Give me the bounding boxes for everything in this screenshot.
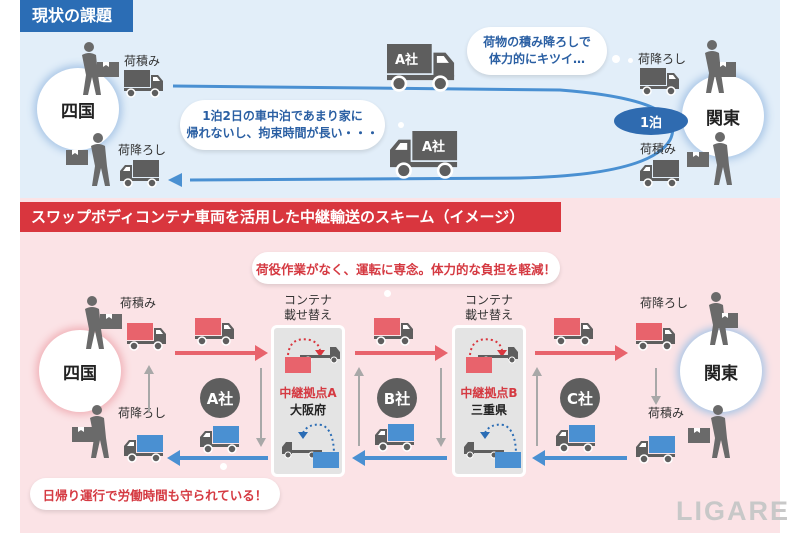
trailer-truck-icon	[464, 442, 504, 459]
swap-label-line: コンテナ	[283, 293, 332, 307]
destination-circle-kanto: 関東	[680, 330, 762, 412]
driver-thought-cloud-left: 1泊2日の車中泊であまり家に 帰れないし、拘束時間が長い・・・	[180, 100, 385, 150]
truck-icon	[194, 317, 235, 346]
cloud-text-line: 体力的にキツイ…	[488, 52, 585, 66]
overnight-badge: 1泊	[614, 107, 688, 135]
cloud-puff	[220, 463, 227, 470]
swap-arc-icon-outbound	[469, 338, 507, 357]
relay-point-prefecture: 大阪府	[289, 403, 326, 417]
container-blue	[313, 452, 339, 468]
swap-label-line: 載せ替え	[283, 308, 332, 322]
truck-icon	[553, 317, 594, 346]
handoff-arrow-down	[256, 368, 266, 447]
relay-point-name: 中継拠点A	[279, 386, 337, 400]
truck-icon	[636, 436, 676, 464]
origin-unloading-label: 荷降ろし	[118, 143, 167, 157]
swap-label-line: コンテナ	[464, 293, 513, 307]
handoff-arrow-down	[651, 368, 661, 405]
relay-scheme-title: スワップボディコンテナ車両を活用した中継輸送のスキーム（イメージ）	[20, 202, 561, 232]
cloud-puff	[628, 58, 633, 63]
container-blue	[495, 452, 521, 468]
return-arrow	[352, 450, 447, 466]
truck-company-label: A社	[395, 53, 419, 68]
dest-unloading-label: 荷降ろし	[638, 52, 687, 66]
destination-label: 関東	[706, 108, 740, 129]
handoff-arrow-up	[144, 365, 154, 412]
truck-icon	[124, 435, 164, 463]
cloud-text-line: 帰れないし、拘束時間が長い・・・	[186, 126, 379, 140]
handoff-arrow-up	[354, 367, 364, 446]
truck-icon	[375, 424, 415, 452]
truck-icon	[200, 426, 240, 454]
current-issues-title: 現状の課題	[20, 0, 133, 32]
swap-arc-icon-return	[480, 423, 517, 456]
watermark-logo: LIGARE	[676, 496, 791, 526]
truck-company-label: A社	[422, 140, 446, 155]
return-arrow	[532, 450, 627, 466]
handoff-arrow-up	[532, 367, 542, 446]
company-badge-c: C社	[560, 378, 600, 418]
benefit-cloud-bottom: 日帰り運行で労働時間も守られている！	[30, 478, 280, 510]
outbound-route-line	[172, 84, 675, 182]
origin-circle-shikoku: 四国	[39, 330, 121, 412]
swap-arc-icon-return	[298, 423, 335, 456]
cloud-puff	[398, 122, 404, 128]
relay-point-name: 中継拠点B	[460, 386, 518, 400]
company-badge-b: B社	[377, 378, 417, 418]
origin-loading-label: 荷積み	[124, 54, 161, 68]
container-swap-label-a: コンテナ載せ替え	[268, 293, 348, 323]
outbound-arrow	[175, 345, 268, 361]
origin-label: 四国	[63, 363, 97, 384]
return-arrow	[167, 450, 268, 466]
cloud-text-line: 1泊2日の車中泊であまり家に	[202, 109, 363, 123]
origin-unloading-label: 荷降ろし	[118, 406, 167, 420]
truck-icon	[556, 425, 596, 453]
truck-icon	[635, 322, 676, 351]
destination-label: 関東	[704, 363, 738, 384]
truck-icon	[373, 317, 414, 346]
route-loop	[168, 84, 675, 187]
cloud-text-line: 荷物の積み降ろしで	[483, 35, 591, 49]
return-arrowhead	[168, 173, 182, 187]
swap-arc-icon-outbound	[287, 338, 325, 357]
handoff-arrow-down	[436, 368, 446, 447]
outbound-arrow	[535, 345, 628, 361]
benefit-cloud-top: 荷役作業がなく、運転に専念。体力的な負担を軽減！	[252, 252, 560, 284]
truck-icon	[126, 322, 167, 351]
container-swap-label-b: コンテナ載せ替え	[449, 293, 529, 323]
origin-loading-label: 荷積み	[120, 296, 157, 310]
driver-thought-cloud-right: 荷物の積み降ろしで 体力的にキツイ…	[467, 27, 607, 75]
cloud-puff	[612, 55, 620, 63]
dest-loading-label: 荷積み	[640, 142, 677, 156]
container-red	[285, 357, 311, 373]
dest-unloading-label: 荷降ろし	[640, 296, 689, 310]
company-a-truck-return: A社	[390, 131, 460, 171]
swap-label-line: 載せ替え	[464, 308, 513, 322]
origin-label: 四国	[61, 101, 95, 122]
container-red	[466, 357, 492, 373]
cloud-puff	[384, 290, 391, 297]
company-badge-a: A社	[200, 378, 240, 418]
company-a-truck-outbound: A社	[385, 42, 457, 92]
dest-loading-label: 荷積み	[648, 406, 685, 420]
outbound-arrow	[355, 345, 448, 361]
origin-circle-shikoku: 四国	[37, 68, 119, 150]
relay-point-prefecture: 三重県	[470, 403, 507, 417]
cloud-text: 日帰り運行で労働時間も守られている！	[42, 487, 268, 503]
cloud-text: 荷役作業がなく、運転に専念。体力的な負担を軽減！	[255, 261, 556, 277]
